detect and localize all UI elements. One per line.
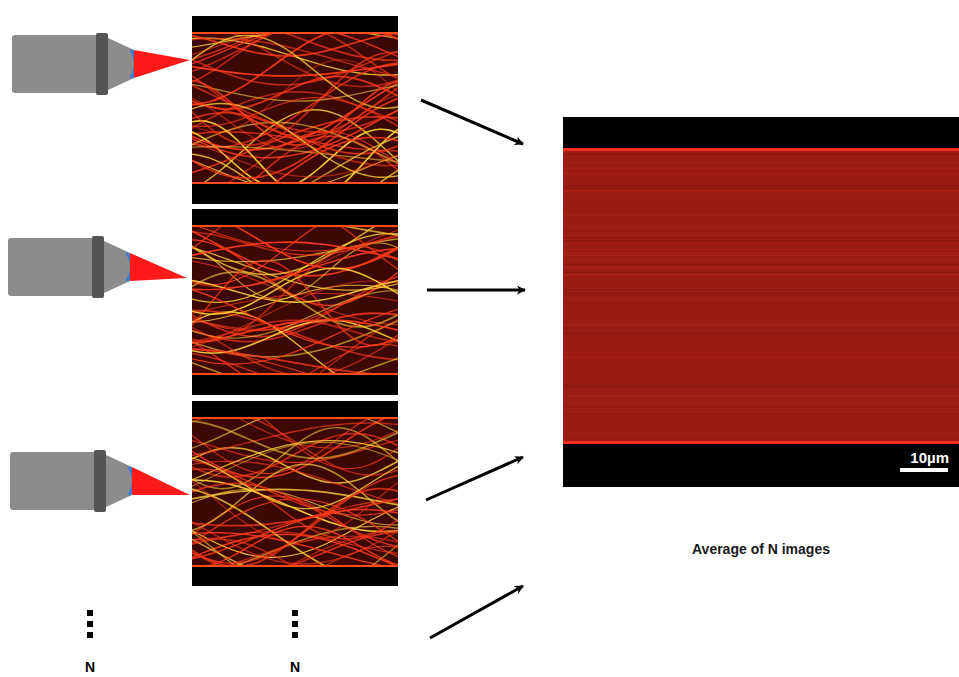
averaged-image xyxy=(563,117,959,487)
scale-label: 10µm xyxy=(910,449,949,466)
caption: Average of N images xyxy=(692,541,830,557)
count-label: N xyxy=(85,659,95,675)
fluorescence-image xyxy=(190,8,400,228)
scale-bar xyxy=(900,468,948,472)
arrows xyxy=(421,100,525,638)
image-node: 10µmAverage of N images xyxy=(563,117,959,487)
objective-lenses xyxy=(8,33,190,512)
objective xyxy=(12,33,190,95)
count-label: N xyxy=(290,659,300,675)
fluorescence-image xyxy=(190,391,400,603)
fluorescence-image xyxy=(190,203,400,407)
ellipsis-dots xyxy=(87,610,298,638)
objective xyxy=(10,450,190,512)
fluorescence-images xyxy=(190,8,400,603)
objective xyxy=(8,236,187,298)
